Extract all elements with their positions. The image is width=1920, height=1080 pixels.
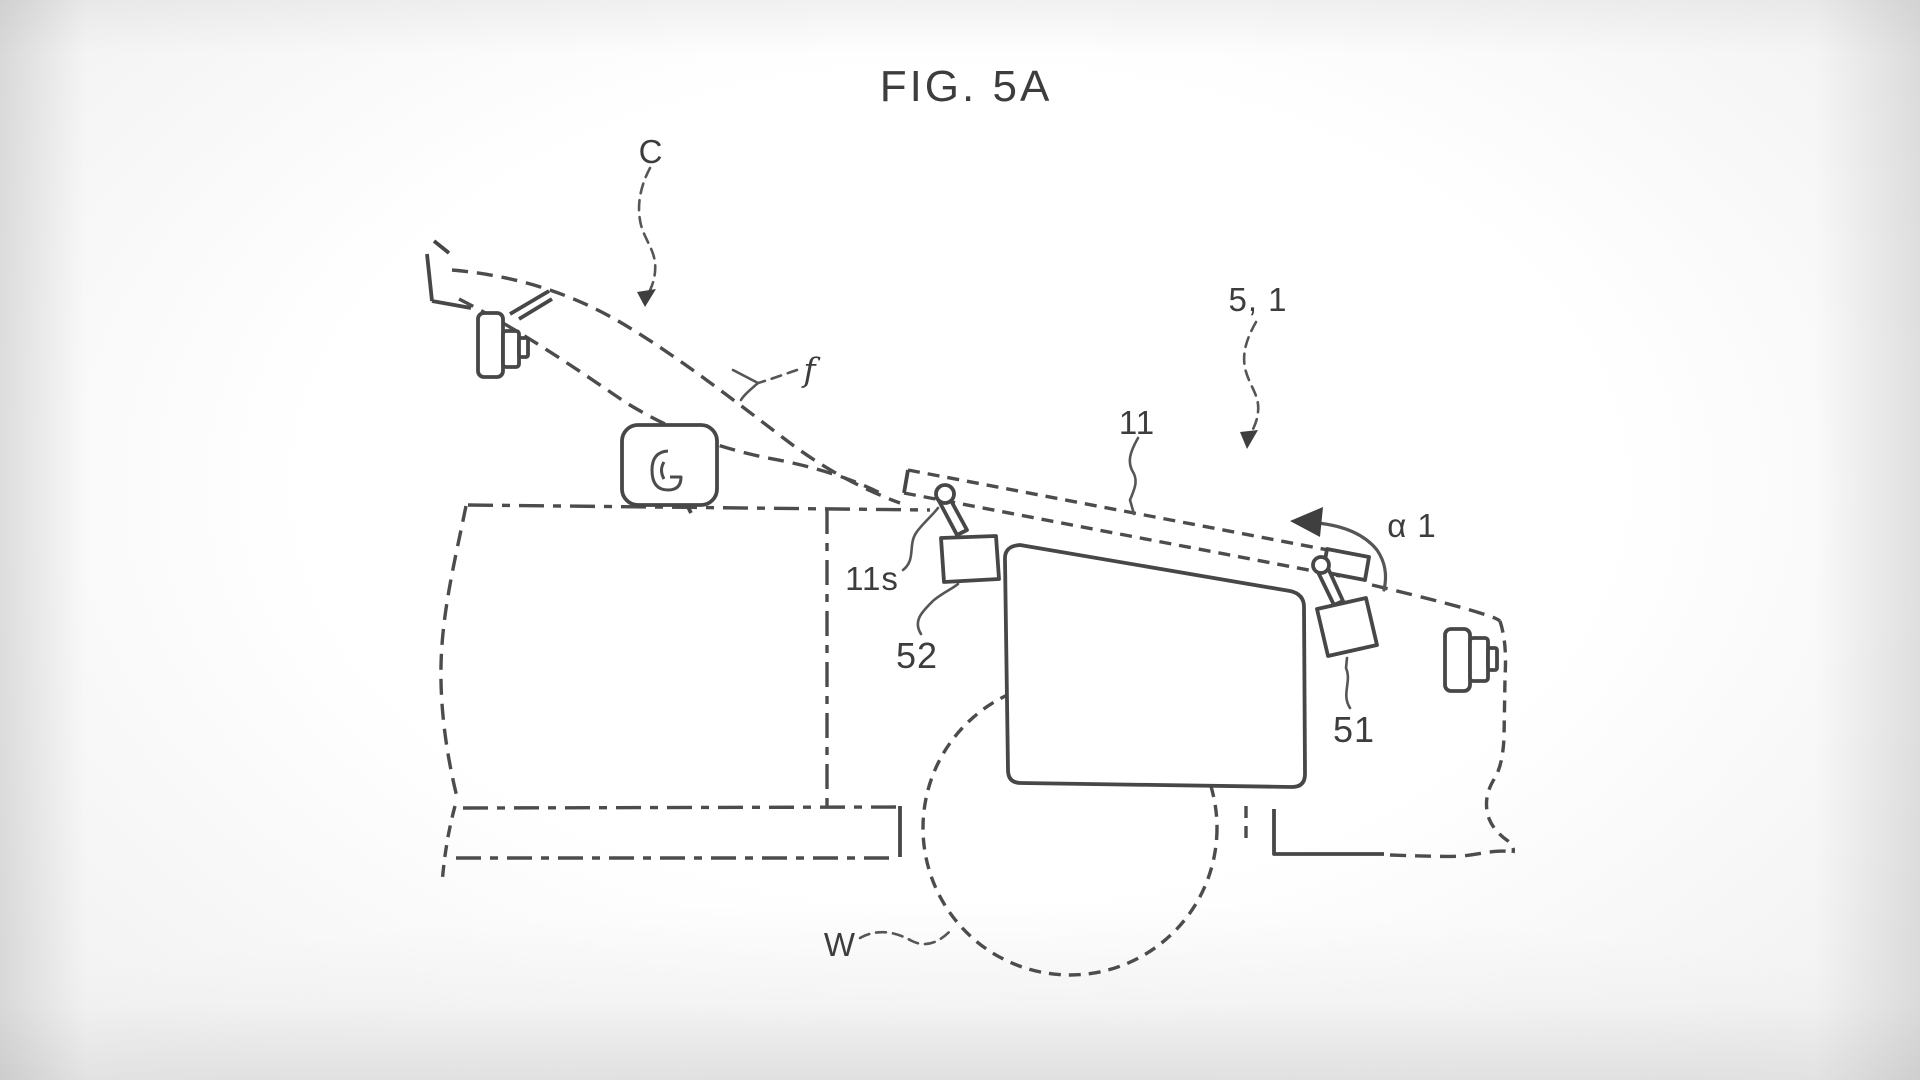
front-bracket-52-shape [939, 534, 1001, 584]
arrowhead-alpha [1290, 507, 1323, 537]
label-alpha-1: α 1 [1387, 507, 1437, 544]
label-w: W [824, 926, 856, 963]
leader-f-fork [731, 368, 760, 402]
shade-device-assembly [902, 468, 1379, 658]
rear-pivot [1311, 555, 1331, 575]
label-c: C [639, 133, 664, 170]
rear-tail-sensor [1443, 627, 1499, 693]
door-bottom-line [462, 805, 899, 810]
label-5-1: 5, 1 [1228, 281, 1287, 318]
front-pivot [934, 483, 956, 505]
rear-bracket-51-shape [1315, 596, 1379, 658]
arrowhead-c [637, 289, 656, 307]
leader-f [756, 368, 799, 385]
leader-52 [916, 582, 960, 636]
label-f: f [800, 350, 821, 389]
label-11s: 11s [845, 560, 899, 597]
front-roof-sensor [476, 289, 553, 379]
front-lower-break-line [440, 805, 457, 885]
leader-11 [1128, 436, 1140, 516]
sill-line-right [1389, 849, 1512, 859]
alpha-swing-arc [1316, 521, 1388, 592]
leader-51 [1344, 656, 1352, 710]
rear-wheel-arch [921, 679, 1219, 977]
front-sensor-body [476, 311, 505, 379]
leader-lines [637, 166, 1388, 946]
leader-c [637, 166, 657, 299]
mirror-stem [685, 504, 693, 514]
leader-11s [901, 506, 940, 572]
leader-5-1 [1242, 320, 1260, 440]
leader-w [858, 927, 954, 946]
reference-labels: FIG. 5A C f 5, 1 11 11s 52 51 α 1 W [639, 62, 1437, 963]
label-51: 51 [1333, 709, 1375, 750]
rocker-line-rear [1272, 809, 1384, 856]
rail-top-edge [907, 468, 1345, 555]
shade-panel [1003, 543, 1307, 789]
label-11: 11 [1119, 404, 1155, 441]
label-52: 52 [896, 635, 938, 676]
arrowhead-5-1 [1240, 430, 1258, 449]
rear-sensor-body [1443, 627, 1472, 693]
sensor-mount-lines [509, 289, 553, 321]
rear-deck-line [1371, 583, 1502, 623]
front-sensor-tip [517, 336, 530, 359]
mirror-housing [620, 423, 719, 507]
side-mirror [620, 423, 719, 514]
door-front-edge [439, 505, 468, 802]
rear-sensor-tip [1486, 646, 1499, 672]
rear-sensor-lens [1468, 636, 1490, 683]
rail-left-end-cap [902, 469, 910, 494]
mirror-inner-detail [650, 449, 683, 492]
roof-break-line [425, 239, 472, 310]
rail-bottom-edge [903, 491, 1341, 578]
front-sensor-lens [501, 329, 521, 369]
figure-title: FIG. 5A [880, 62, 1053, 111]
